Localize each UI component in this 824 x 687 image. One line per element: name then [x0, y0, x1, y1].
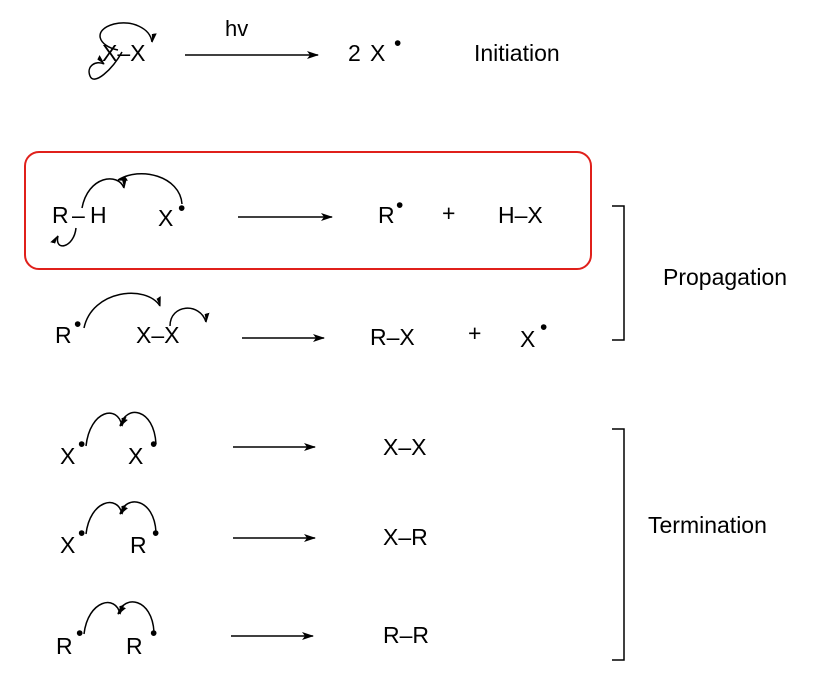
- term1-reactant-a: X: [60, 443, 75, 469]
- initiation-row: X–X hv 2 X • Initiation: [88, 16, 560, 80]
- highlight-box: [24, 151, 592, 270]
- term3-reactant-b: R: [126, 633, 143, 659]
- radical-dot: •: [74, 313, 81, 336]
- fishhook-arrow-r-radical: [83, 292, 161, 329]
- termination-label: Termination: [648, 512, 767, 538]
- fishhook-arrow-right: [119, 501, 157, 533]
- term1-reactant-b: X: [128, 443, 143, 469]
- step2-product-x: X: [520, 326, 535, 352]
- step2-product-rx: R–X: [370, 324, 415, 350]
- radical-dot: •: [540, 316, 547, 339]
- fishhook-arrow-bottom: [88, 51, 123, 80]
- radical-dot: •: [152, 522, 159, 545]
- step1-bond: –: [72, 202, 85, 228]
- initiation-product-coefficient: 2: [348, 40, 361, 66]
- fishhook-arrow-left: [83, 601, 125, 635]
- term3-reactant-a: R: [56, 633, 73, 659]
- fishhook-arrow-h: [81, 178, 127, 209]
- fishhook-arrow-left: [85, 412, 127, 447]
- radical-dot: •: [78, 522, 85, 545]
- light-condition: hv: [225, 16, 248, 41]
- term2-reactant-b: R: [130, 532, 147, 558]
- fishhook-arrow-top: [99, 22, 157, 51]
- step1-product-r: R: [378, 202, 395, 228]
- term2-reactant-a: X: [60, 532, 75, 558]
- radical-dot: •: [76, 622, 83, 645]
- termination-step-1: X • X • X–X: [60, 411, 426, 469]
- term3-product: R–R: [383, 622, 429, 648]
- step1-reactant-x: X: [158, 205, 173, 231]
- plus-sign: +: [442, 200, 455, 226]
- fishhook-arrow-r: [50, 227, 77, 247]
- radical-dot: •: [178, 197, 185, 220]
- fishhook-arrow-x: [117, 172, 183, 205]
- initiation-label: Initiation: [474, 40, 560, 66]
- propagation-step-1: R – H X • R • + H–X: [50, 172, 543, 247]
- initiation-reactant: X–X: [102, 40, 145, 66]
- step2-reactant-r: R: [55, 322, 72, 348]
- termination-step-3: R • R • R–R: [56, 601, 429, 659]
- step1-product-hx: H–X: [498, 202, 543, 228]
- fishhook-arrow-right: [119, 411, 157, 445]
- term2-product: X–R: [383, 524, 428, 550]
- radical-dot: •: [78, 433, 85, 456]
- fishhook-arrow-xx: [169, 307, 210, 327]
- fishhook-arrow-right: [117, 601, 155, 633]
- termination-bracket: [612, 428, 625, 661]
- propagation-bracket: [612, 205, 625, 341]
- plus-sign: +: [468, 320, 481, 346]
- step2-reactant-xx: X–X: [136, 322, 179, 348]
- radical-dot: •: [150, 622, 157, 645]
- step1-reactant-h: H: [90, 202, 107, 228]
- propagation-label: Propagation: [663, 264, 787, 290]
- propagation-step-2: R • X–X R–X + X •: [55, 292, 547, 352]
- termination-step-2: X • R • X–R: [60, 501, 428, 558]
- term1-product: X–X: [383, 434, 426, 460]
- fishhook-arrow-left: [85, 501, 127, 535]
- radical-dot: •: [150, 433, 157, 456]
- radical-dot: •: [394, 32, 401, 55]
- radical-dot: •: [396, 194, 403, 217]
- step1-reactant-r: R: [52, 202, 69, 228]
- initiation-product-species: X: [370, 40, 385, 66]
